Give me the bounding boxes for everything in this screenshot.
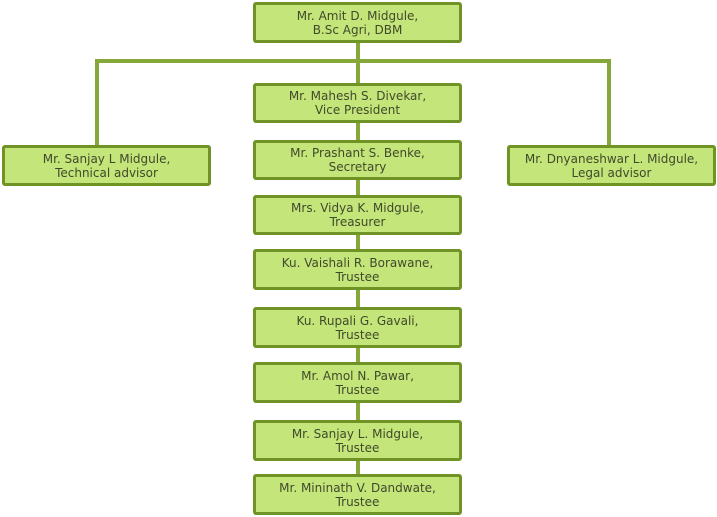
org-node-trustee: Ku. Vaishali R. Borawane, Trustee (253, 249, 462, 290)
org-node-trustee: Mr. Mininath V. Dandwate, Trustee (253, 474, 462, 515)
node-name: Mrs. Vidya K. Midgule, (291, 201, 424, 215)
org-node-head: Mr. Amit D. Midgule, B.Sc Agri, DBM (253, 2, 462, 43)
node-name: Mr. Mininath V. Dandwate, (279, 480, 436, 495)
connector-left-vertical (95, 59, 99, 147)
node-name: Mr. Mahesh S. Divekar, (288, 89, 427, 103)
node-title: Technical advisor (55, 165, 158, 180)
node-title: Trustee (335, 382, 380, 397)
node-name: Ku. Vaishali R. Borawane, (281, 255, 434, 270)
node-name: Mr. Amit D. Midgule, (296, 8, 419, 23)
org-node-technical-advisor: Mr. Sanjay L Midgule, Technical advisor (2, 145, 211, 186)
org-node-legal-advisor: Mr. Dnyaneshwar L. Midgule, Legal adviso… (507, 145, 716, 186)
node-title: Legal advisor (571, 165, 652, 180)
org-node-vice-president: Mr. Mahesh S. Divekar, Vice President (253, 83, 462, 123)
node-title: Trustee (335, 494, 380, 509)
org-node-treasurer: Mrs. Vidya K. Midgule, Treasurer (253, 195, 462, 235)
node-title: Secretary (328, 160, 387, 174)
node-name: Mr. Sanjay L. Midgule, (291, 426, 424, 441)
org-node-trustee: Mr. Sanjay L. Midgule, Trustee (253, 420, 462, 461)
node-title: Trustee (335, 327, 380, 342)
org-node-secretary: Mr. Prashant S. Benke, Secretary (253, 140, 462, 180)
connector-horizontal (95, 59, 611, 63)
node-name: Mr. Prashant S. Benke, (290, 146, 425, 160)
org-node-trustee: Ku. Rupali G. Gavali, Trustee (253, 307, 462, 348)
node-title: Trustee (335, 440, 380, 455)
connector-right-vertical (607, 59, 611, 147)
node-title: B.Sc Agri, DBM (312, 22, 403, 37)
node-title: Trustee (335, 269, 380, 284)
node-name: Mr. Dnyaneshwar L. Midgule, (524, 151, 699, 166)
node-name: Ku. Rupali G. Gavali, (296, 313, 419, 328)
node-title: Vice President (314, 103, 401, 117)
node-title: Treasurer (329, 215, 386, 229)
node-name: Mr. Amol N. Pawar, (301, 368, 414, 383)
node-name: Mr. Sanjay L Midgule, (42, 151, 171, 166)
org-node-trustee: Mr. Amol N. Pawar, Trustee (253, 362, 462, 403)
